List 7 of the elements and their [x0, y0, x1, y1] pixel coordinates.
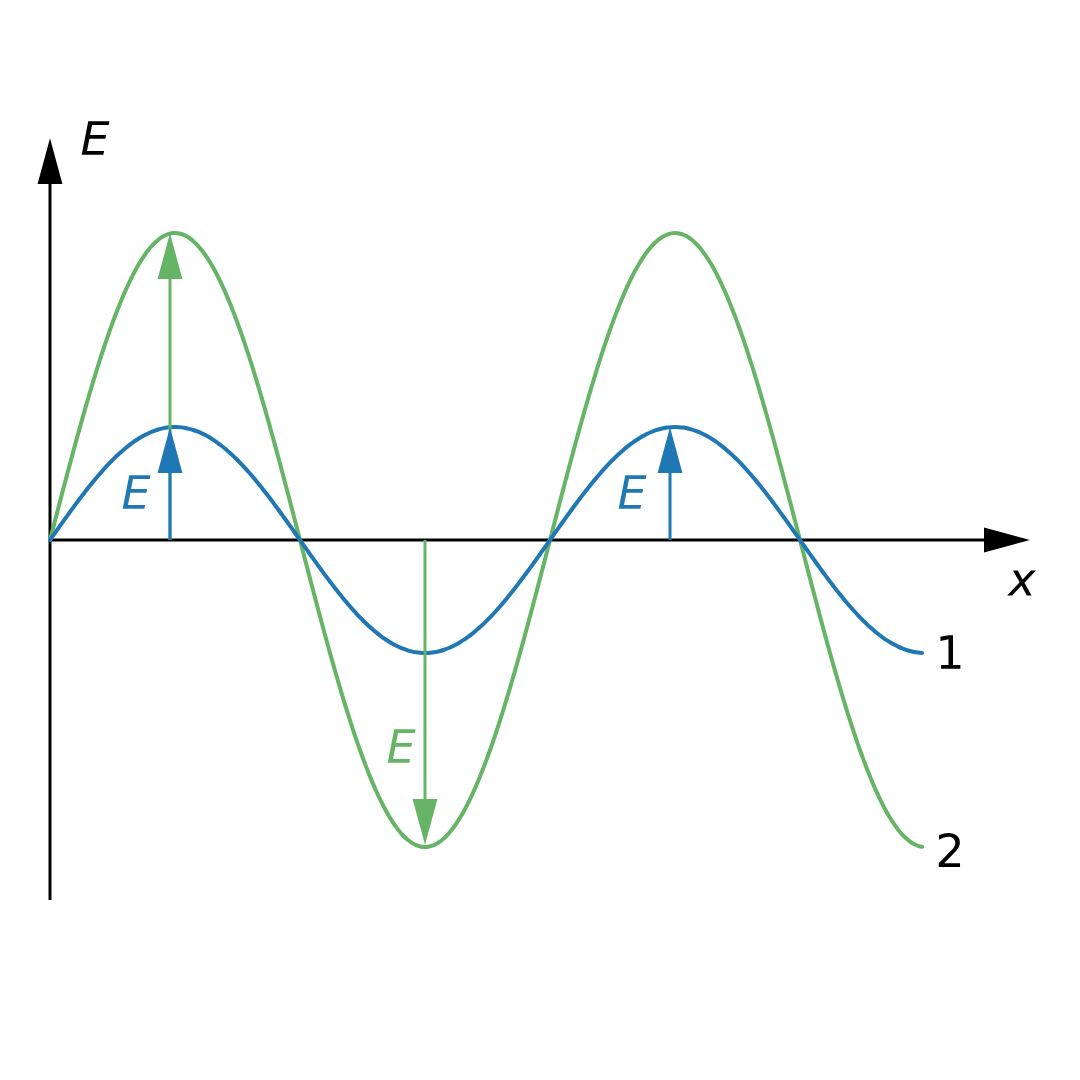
vector-label: E: [618, 475, 647, 509]
axis-label: E: [81, 121, 110, 155]
vector-label: E: [387, 729, 416, 763]
axis-label: x: [1007, 570, 1036, 596]
curve-number: 1: [940, 635, 961, 669]
curve-number: 2: [938, 832, 961, 868]
vector-label: E: [122, 475, 151, 509]
